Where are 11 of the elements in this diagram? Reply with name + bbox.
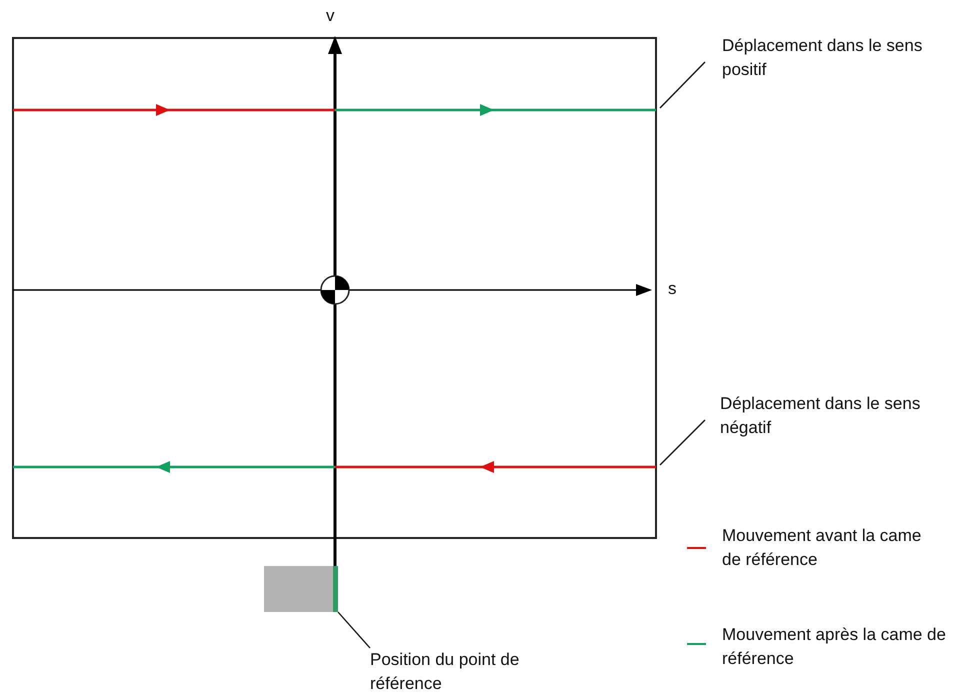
axis-label: v bbox=[326, 6, 334, 26]
callout-text: Position du point de référence bbox=[370, 648, 570, 696]
leader-line bbox=[338, 612, 370, 648]
leader-line bbox=[660, 62, 706, 108]
callout-text: Déplacement dans le sens positif bbox=[705, 34, 927, 82]
axis-label: s bbox=[668, 279, 676, 299]
legend-text: Mouvement après la came de référence bbox=[722, 624, 947, 670]
leader-line bbox=[660, 420, 706, 466]
reference-cam-block bbox=[264, 566, 338, 612]
legend-text: Mouvement avant la came de référence bbox=[722, 525, 922, 571]
callout-text: Déplacement dans le sens négatif bbox=[705, 392, 976, 440]
